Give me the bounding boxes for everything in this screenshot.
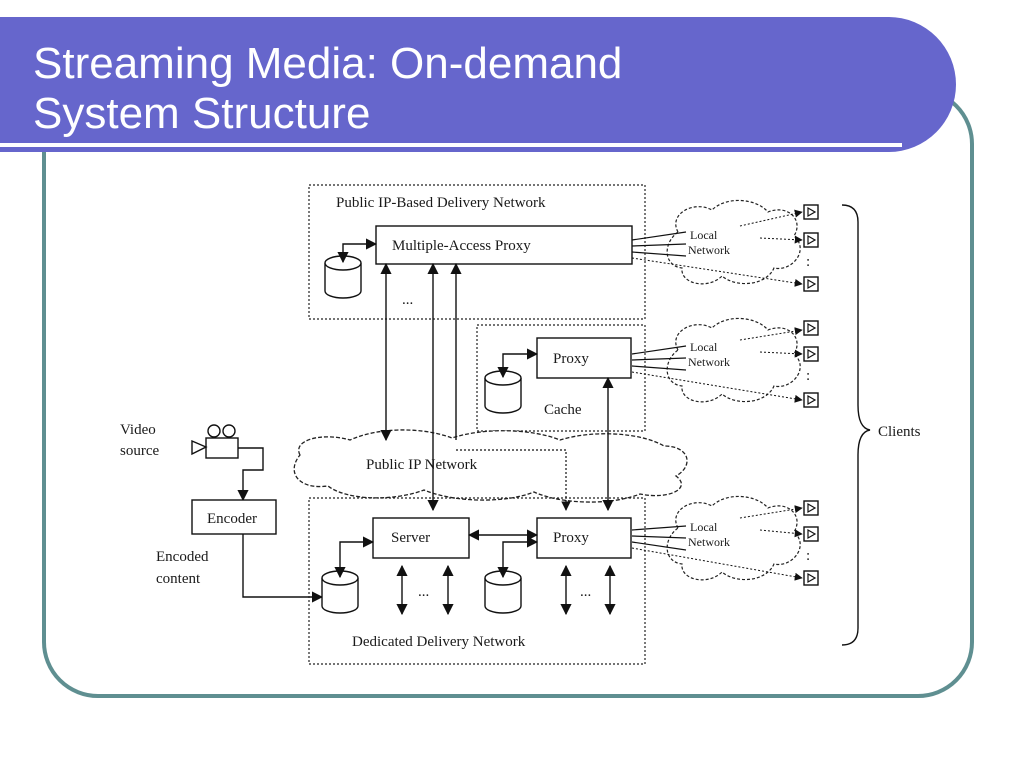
public-network-box	[308, 184, 646, 320]
encoder-box	[191, 499, 277, 535]
encoded-content-label-2: content	[156, 571, 201, 587]
storage-cylinder-1	[324, 255, 362, 299]
client-icon-2	[803, 232, 819, 248]
server-box	[372, 517, 470, 559]
dedicated-proxy-label: Proxy	[553, 530, 589, 546]
local-network-1-label-1: Local	[690, 228, 718, 242]
local-network-group-1: Local Network :	[631, 199, 819, 292]
vertical-dots-2: :	[806, 368, 810, 384]
clients-brace	[841, 204, 871, 646]
dedicated-network-label: Dedicated Delivery Network	[352, 634, 526, 650]
client-icon-3	[803, 276, 819, 292]
ellipsis-proxy: ...	[580, 584, 591, 600]
local-network-group-2: Local Network :	[631, 317, 819, 408]
client-icon-6	[803, 392, 819, 408]
local-network-group-3: Local Network :	[631, 495, 819, 586]
server-label: Server	[391, 530, 430, 546]
public-ip-network-cloud	[293, 429, 688, 503]
client-icon-4	[803, 320, 819, 336]
title-underline	[0, 143, 902, 147]
client-icon-1	[803, 204, 819, 220]
slide-title: Streaming Media: On-demand System Struct…	[33, 39, 622, 139]
dedicated-network-box	[308, 497, 646, 665]
client-icon-7	[803, 500, 819, 516]
title-line-1: Streaming Media: On-demand	[33, 39, 623, 88]
client-icon-9	[803, 570, 819, 586]
cache-label: Cache	[544, 402, 582, 418]
multiple-access-proxy-label: Multiple-Access Proxy	[392, 238, 531, 254]
public-network-box-label: Public IP-Based Delivery Network	[336, 195, 546, 211]
video-source-label-2: source	[120, 443, 159, 459]
multiple-access-proxy-box	[375, 225, 633, 265]
public-ip-network-label: Public IP Network	[366, 457, 478, 473]
clients-label: Clients	[878, 424, 921, 440]
cache-box	[476, 324, 646, 432]
video-camera-icon	[191, 424, 239, 459]
local-network-2-label-1: Local	[690, 340, 718, 354]
vertical-dots-1: :	[806, 254, 810, 270]
title-line-2: System Structure	[33, 89, 371, 138]
title-banner: Streaming Media: On-demand System Struct…	[0, 17, 956, 152]
client-icon-8	[803, 526, 819, 542]
client-icon-5	[803, 346, 819, 362]
local-network-1-label-2: Network	[688, 243, 730, 257]
encoder-label: Encoder	[207, 511, 257, 527]
cache-proxy-label: Proxy	[553, 351, 589, 367]
local-network-2-label-2: Network	[688, 355, 730, 369]
storage-cylinder-2	[484, 370, 522, 414]
vertical-dots-3: :	[806, 548, 810, 564]
local-network-3-label-1: Local	[690, 520, 718, 534]
encoded-content-label-1: Encoded	[156, 549, 209, 565]
ellipsis-top: ...	[402, 292, 413, 308]
storage-cylinder-4	[484, 570, 522, 614]
local-network-3-label-2: Network	[688, 535, 730, 549]
storage-cylinder-3	[321, 570, 359, 614]
video-source-label-1: Video	[120, 422, 156, 438]
ellipsis-server: ...	[418, 584, 429, 600]
